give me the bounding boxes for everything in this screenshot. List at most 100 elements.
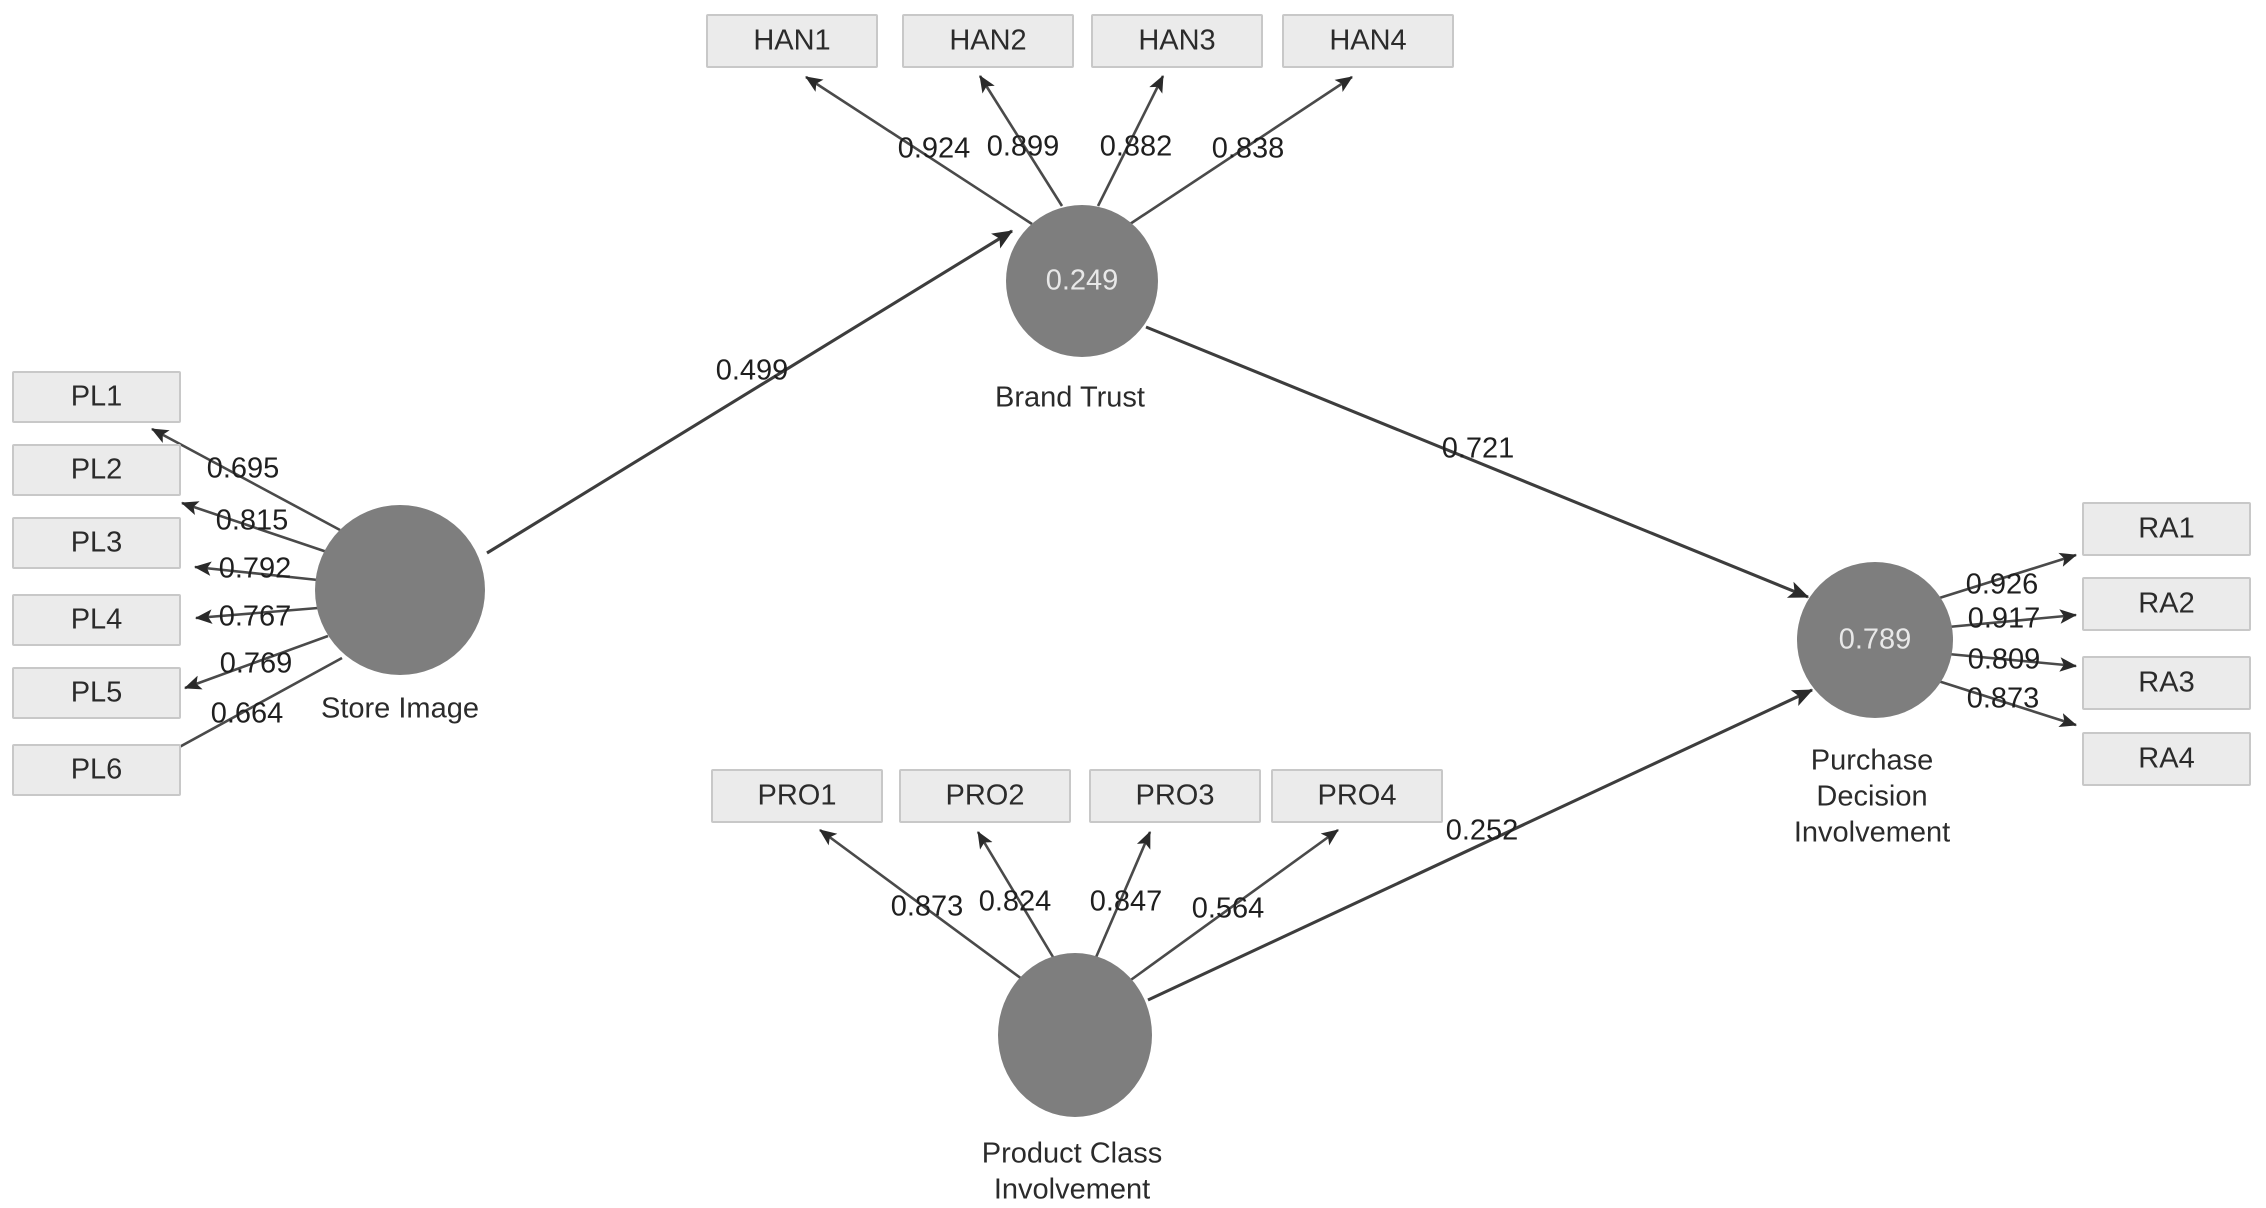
- indicator-label-PRO1: PRO1: [758, 780, 837, 812]
- indicator-label-RA3: RA3: [2138, 667, 2194, 699]
- loading-value-HAN2: 0.899: [987, 131, 1060, 163]
- indicator-box-RA2[interactable]: [2082, 577, 2251, 631]
- loading-arrow-PL2: [181, 501, 328, 554]
- indicator-box-PL1[interactable]: [12, 371, 181, 423]
- construct-shape-brand_trust[interactable]: [1006, 205, 1158, 357]
- indicator-HAN2[interactable]: HAN2: [902, 14, 1074, 68]
- indicator-PL5[interactable]: PL5: [12, 667, 181, 719]
- path-store_image-to-brand_trust: 0.499: [486, 229, 1014, 555]
- indicator-box-PRO2[interactable]: [899, 769, 1071, 823]
- construct-brand_trust[interactable]: 0.249: [1006, 205, 1158, 357]
- outer-loading-product_class_involvement-PRO1: 0.873: [819, 828, 1027, 984]
- construct-name-line-store_image-0: Store Image: [321, 693, 479, 725]
- indicator-PL4[interactable]: PL4: [12, 594, 181, 646]
- indicator-label-RA2: RA2: [2138, 588, 2194, 620]
- construct-shape-product_class_involvement[interactable]: [998, 953, 1152, 1117]
- loading-value-PRO3: 0.847: [1090, 886, 1163, 918]
- loading-arrow-PL4: [194, 606, 319, 624]
- indicator-box-HAN1[interactable]: [706, 14, 878, 68]
- construct-name-brand_trust: Brand Trust: [995, 382, 1145, 414]
- indicator-label-HAN2: HAN2: [949, 25, 1026, 57]
- outer-loading-store_image-PL2: 0.815: [181, 501, 328, 554]
- indicator-box-HAN4[interactable]: [1282, 14, 1454, 68]
- indicator-label-PL4: PL4: [71, 604, 123, 636]
- loading-value-HAN1: 0.924: [898, 133, 971, 165]
- construct-name-line-product_class_involvement-0: Product Class: [982, 1138, 1163, 1170]
- outer-loading-brand_trust-HAN4: 0.838: [1129, 75, 1353, 226]
- indicator-PL2[interactable]: PL2: [12, 444, 181, 496]
- construct-shape-store_image[interactable]: [315, 505, 485, 675]
- indicator-box-PRO4[interactable]: [1271, 769, 1443, 823]
- outer-loading-brand_trust-HAN1: 0.924: [805, 75, 1033, 226]
- construct-shape-purchase_decision_involvement[interactable]: [1797, 562, 1953, 718]
- outer-loading-store_image-PL5: 0.769: [184, 634, 329, 690]
- path-arrow-brand_trust: [486, 229, 1014, 555]
- loading-value-RA4: 0.873: [1967, 683, 2040, 715]
- indicator-HAN1[interactable]: HAN1: [706, 14, 878, 68]
- indicator-PRO4[interactable]: PRO4: [1271, 769, 1443, 823]
- loading-arrow-HAN2: [978, 75, 1064, 207]
- indicator-PL1[interactable]: PL1: [12, 371, 181, 423]
- outer-loading-brand_trust-HAN3: 0.882: [1096, 75, 1172, 207]
- loading-value-RA3: 0.809: [1968, 644, 2041, 676]
- indicator-PRO3[interactable]: PRO3: [1089, 769, 1261, 823]
- construct-name-line-purchase_decision_involvement-0: Purchase: [1811, 745, 1934, 777]
- indicator-RA2[interactable]: RA2: [2082, 577, 2251, 631]
- path-brand_trust-to-purchase_decision_involvement: 0.721: [1145, 325, 1810, 599]
- indicator-label-PL5: PL5: [71, 677, 123, 709]
- indicator-box-HAN3[interactable]: [1091, 14, 1263, 68]
- construct-name-line-purchase_decision_involvement-1: Decision: [1816, 781, 1927, 813]
- loading-arrow-HAN1: [805, 75, 1033, 226]
- indicator-box-RA3[interactable]: [2082, 656, 2251, 710]
- indicator-box-PL5[interactable]: [12, 667, 181, 719]
- indicator-box-RA4[interactable]: [2082, 732, 2251, 786]
- loading-value-PL1: 0.695: [207, 453, 280, 485]
- construct-store_image[interactable]: [315, 505, 485, 675]
- outer-loading-product_class_involvement-PRO4: 0.564: [1127, 828, 1339, 984]
- indicator-label-PRO4: PRO4: [1318, 780, 1397, 812]
- construct-name-line-product_class_involvement-1: Involvement: [994, 1174, 1150, 1206]
- loading-arrow-RA4: [1934, 678, 2077, 728]
- loading-value-PRO4: 0.564: [1192, 893, 1265, 925]
- loading-value-PL3: 0.792: [219, 553, 292, 585]
- indicator-box-PRO1[interactable]: [711, 769, 883, 823]
- indicator-label-PL1: PL1: [71, 381, 123, 413]
- loading-arrow-PL6: [151, 656, 343, 764]
- indicator-HAN3[interactable]: HAN3: [1091, 14, 1263, 68]
- indicator-box-PRO3[interactable]: [1089, 769, 1261, 823]
- loading-arrow-PRO2: [976, 831, 1058, 963]
- indicator-HAN4[interactable]: HAN4: [1282, 14, 1454, 68]
- outer-loading-purchase_decision_involvement-RA3: 0.809: [1947, 644, 2078, 676]
- loading-value-PL4: 0.767: [219, 601, 292, 633]
- path-value-store_image-brand_trust: 0.499: [716, 355, 789, 387]
- loading-value-RA2: 0.917: [1968, 603, 2041, 635]
- indicator-PRO1[interactable]: PRO1: [711, 769, 883, 823]
- indicator-box-PL3[interactable]: [12, 517, 181, 569]
- outer-loading-store_image-PL1: 0.695: [151, 427, 341, 532]
- loading-value-RA1: 0.926: [1966, 569, 2039, 601]
- indicator-label-RA4: RA4: [2138, 743, 2194, 775]
- indicator-PRO2[interactable]: PRO2: [899, 769, 1071, 823]
- indicator-box-PL2[interactable]: [12, 444, 181, 496]
- construct-product_class_involvement[interactable]: [998, 953, 1152, 1117]
- indicator-box-PL4[interactable]: [12, 594, 181, 646]
- construct-r2-brand_trust: 0.249: [1046, 265, 1119, 297]
- indicator-RA1[interactable]: RA1: [2082, 502, 2251, 556]
- indicator-PL6[interactable]: PL6: [12, 744, 181, 796]
- path-value-brand_trust-purchase_decision_involvement: 0.721: [1442, 433, 1515, 465]
- path-product_class_involvement-to-purchase_decision_involvement: 0.252: [1147, 688, 1814, 1002]
- indicator-box-RA1[interactable]: [2082, 502, 2251, 556]
- loading-value-PRO1: 0.873: [891, 891, 964, 923]
- indicator-RA3[interactable]: RA3: [2082, 656, 2251, 710]
- indicator-PL3[interactable]: PL3: [12, 517, 181, 569]
- construct-purchase_decision_involvement[interactable]: 0.789: [1797, 562, 1953, 718]
- outer-loading-product_class_involvement-PRO2: 0.824: [976, 831, 1058, 963]
- indicator-box-PL6[interactable]: [12, 744, 181, 796]
- indicator-box-HAN2[interactable]: [902, 14, 1074, 68]
- loading-arrow-PRO4: [1127, 828, 1339, 984]
- indicator-RA4[interactable]: RA4: [2082, 732, 2251, 786]
